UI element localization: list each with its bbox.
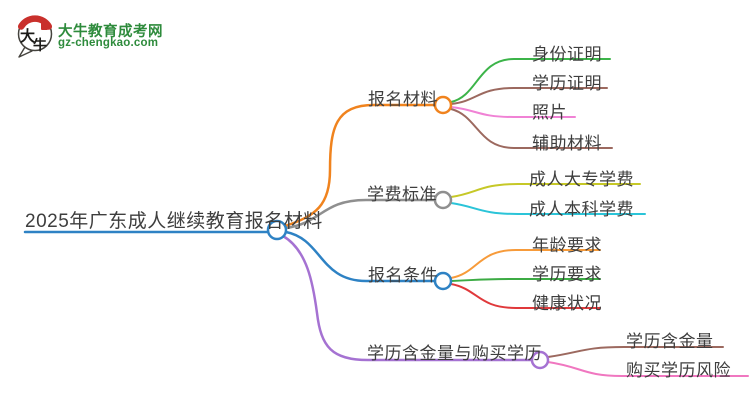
child-line-degree-value xyxy=(547,346,724,358)
branch-line-materials xyxy=(283,103,436,228)
child-line-education-proof xyxy=(450,87,608,105)
child-label-college-tuition: 成人大专学费 xyxy=(529,170,634,189)
root-label: 2025年广东成人继续教育报名材料 xyxy=(25,211,323,232)
branch-node-value xyxy=(530,350,550,370)
logo-bull-icon: 大 牛 xyxy=(17,15,53,58)
child-label-education-proof: 学历证明 xyxy=(532,74,602,93)
branch-node-conditions xyxy=(433,271,453,291)
branch-label-tuition: 学费标准 xyxy=(367,185,437,204)
branch-node-materials xyxy=(433,95,453,115)
branch-label-materials: 报名材料 xyxy=(368,90,438,109)
branch-node-tuition xyxy=(433,190,453,210)
child-line-health-status xyxy=(450,283,601,309)
logo-seal xyxy=(41,22,48,30)
child-line-identity-proof xyxy=(450,58,611,103)
child-line-bachelor-tuition xyxy=(450,202,646,215)
child-label-age-requirement: 年龄要求 xyxy=(532,236,602,255)
child-line-auxiliary-materials xyxy=(450,108,613,149)
branch-line-tuition xyxy=(284,198,437,230)
branch-line-conditions xyxy=(284,230,437,283)
child-label-auxiliary-materials: 辅助材料 xyxy=(532,134,602,153)
child-line-photo xyxy=(450,106,576,118)
logo-char-niu: 牛 xyxy=(33,37,47,53)
child-label-identity-proof: 身份证明 xyxy=(532,45,602,64)
root-node-circle xyxy=(266,219,288,241)
child-line-college-tuition xyxy=(450,183,641,198)
logo-char-da: 大 xyxy=(20,27,35,45)
child-line-education-requirement xyxy=(450,278,601,282)
site-logo: 大 牛 大牛教育成考网 gz-chengkao.com xyxy=(14,8,234,60)
child-label-photo: 照片 xyxy=(532,103,567,122)
logo-title: 大牛教育成考网 xyxy=(58,24,163,40)
child-label-bachelor-tuition: 成人本科学费 xyxy=(529,200,634,219)
child-label-health-status: 健康状况 xyxy=(532,294,602,313)
child-line-buying-degree-risk xyxy=(547,361,749,377)
child-line-age-requirement xyxy=(450,249,601,279)
branch-line-value xyxy=(281,234,534,362)
child-label-buying-degree-risk: 购买学历风险 xyxy=(626,361,731,380)
logo-subtitle: gz-chengkao.com xyxy=(58,37,159,49)
branch-label-conditions: 报名条件 xyxy=(368,266,438,285)
child-label-education-requirement: 学历要求 xyxy=(532,265,602,284)
child-label-degree-value: 学历含金量 xyxy=(626,332,714,351)
branch-label-value: 学历含金量与购买学历 xyxy=(367,344,542,363)
